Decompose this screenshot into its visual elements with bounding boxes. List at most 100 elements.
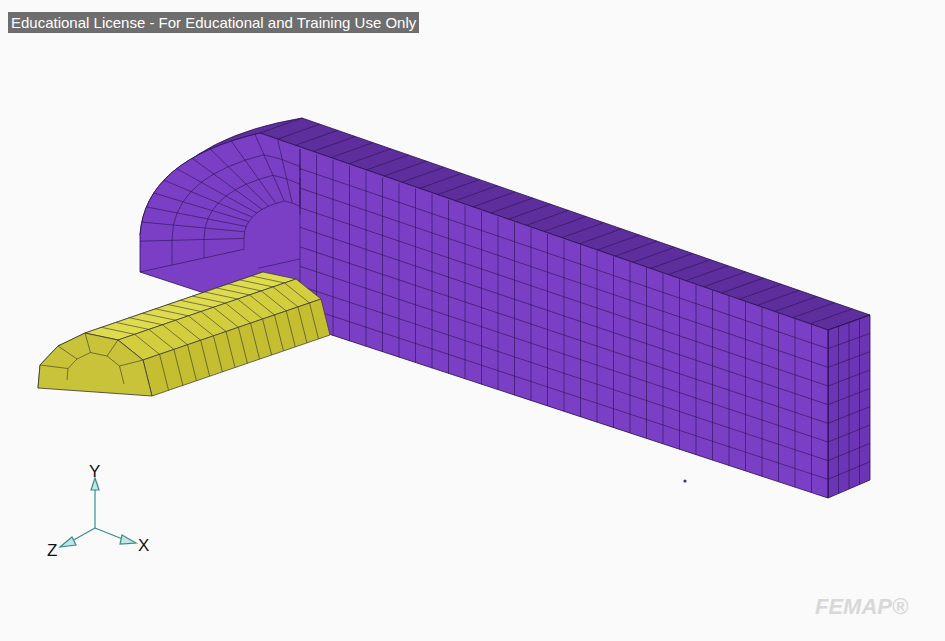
mesh-line bbox=[531, 228, 532, 401]
mesh-line bbox=[481, 211, 482, 384]
mesh-line bbox=[226, 332, 235, 368]
mesh-line bbox=[231, 141, 276, 203]
mesh-line bbox=[162, 325, 187, 345]
axis-label: X bbox=[138, 537, 149, 554]
mesh-line bbox=[793, 303, 835, 318]
mesh-line bbox=[67, 353, 124, 385]
side-face bbox=[143, 299, 330, 396]
mesh-line bbox=[739, 284, 781, 299]
mesh-line bbox=[757, 290, 799, 305]
mesh-line bbox=[491, 198, 533, 213]
mesh-line bbox=[300, 208, 828, 386]
mesh-line bbox=[177, 169, 257, 213]
mesh-line bbox=[651, 253, 693, 268]
mesh-line bbox=[300, 178, 301, 193]
mesh-line bbox=[172, 155, 300, 265]
mesh-line bbox=[107, 340, 118, 356]
mesh-line bbox=[402, 167, 444, 182]
yellow-solid-mesh bbox=[38, 272, 330, 396]
mesh-line bbox=[704, 272, 746, 287]
mesh-line bbox=[526, 210, 568, 225]
mesh-line bbox=[597, 251, 598, 423]
mesh-line bbox=[367, 155, 409, 170]
mesh-line bbox=[244, 201, 300, 249]
mesh-line bbox=[580, 229, 622, 244]
mesh-line bbox=[143, 313, 176, 320]
mesh-line bbox=[613, 256, 614, 427]
mesh-line bbox=[129, 318, 162, 325]
mesh-line bbox=[168, 305, 201, 312]
mesh-line bbox=[286, 311, 295, 347]
mesh-line bbox=[140, 249, 244, 272]
mesh-line bbox=[762, 307, 763, 476]
mesh-line bbox=[135, 334, 160, 354]
mesh-line bbox=[712, 290, 713, 460]
mesh-line bbox=[313, 136, 355, 151]
mesh-line bbox=[252, 276, 285, 283]
mesh-line bbox=[778, 313, 779, 482]
mesh-line bbox=[810, 309, 852, 324]
mesh-line bbox=[399, 183, 400, 358]
mesh-line bbox=[204, 175, 300, 258]
axis-triad bbox=[60, 478, 136, 547]
mesh-line bbox=[102, 327, 135, 334]
mesh-line bbox=[140, 238, 244, 241]
mesh-line bbox=[366, 172, 367, 347]
front-face bbox=[38, 333, 152, 396]
mesh-line bbox=[859, 319, 860, 485]
mesh-line bbox=[745, 302, 746, 471]
mesh-line bbox=[154, 193, 249, 222]
mesh-line bbox=[160, 354, 169, 390]
mesh-line bbox=[251, 323, 260, 359]
mesh-line bbox=[58, 346, 77, 359]
mesh-line bbox=[811, 324, 812, 492]
mesh-line bbox=[465, 206, 466, 380]
mesh-line bbox=[646, 268, 647, 439]
mesh-line bbox=[149, 329, 174, 349]
mesh-line bbox=[384, 161, 426, 176]
mesh-line bbox=[696, 285, 697, 455]
mesh-line bbox=[729, 296, 730, 466]
mesh-line bbox=[300, 188, 828, 367]
marker-dot bbox=[683, 479, 686, 482]
mesh-line bbox=[187, 345, 196, 381]
mesh-line bbox=[228, 284, 261, 291]
mesh-line bbox=[722, 278, 764, 293]
mesh-line bbox=[238, 299, 263, 319]
mesh-line bbox=[849, 323, 850, 490]
mesh-line bbox=[420, 173, 462, 188]
mesh-line bbox=[213, 336, 222, 372]
mesh-line bbox=[176, 320, 201, 340]
mesh-line bbox=[580, 245, 581, 417]
mesh-line bbox=[310, 303, 319, 339]
mesh-line bbox=[498, 217, 499, 390]
mesh-line bbox=[274, 315, 283, 351]
mesh-line bbox=[668, 260, 710, 275]
mesh-line bbox=[382, 177, 383, 352]
mesh-line bbox=[630, 262, 631, 433]
mesh-line bbox=[249, 295, 274, 315]
mesh-line bbox=[278, 140, 292, 203]
mesh-line bbox=[174, 349, 183, 385]
mesh-line bbox=[663, 273, 664, 444]
mesh-line bbox=[514, 223, 515, 396]
mesh-line bbox=[300, 192, 301, 215]
axis-label: Y bbox=[89, 463, 100, 480]
mesh-line bbox=[210, 149, 268, 206]
mesh-line bbox=[300, 163, 301, 171]
mesh-line bbox=[544, 217, 586, 232]
mesh-line bbox=[205, 292, 238, 299]
mesh-line bbox=[278, 124, 320, 139]
mesh-line bbox=[795, 319, 796, 488]
mesh-line bbox=[300, 305, 828, 479]
mesh-line bbox=[509, 204, 551, 219]
mesh-line bbox=[261, 291, 286, 311]
mesh-line bbox=[85, 333, 91, 353]
mesh-line bbox=[679, 279, 680, 449]
mesh-line bbox=[300, 266, 828, 442]
license-banner: Educational License - For Educational an… bbox=[8, 12, 419, 33]
mesh-line bbox=[615, 241, 657, 256]
mesh-line bbox=[285, 283, 310, 303]
mesh-line bbox=[473, 192, 515, 207]
mesh-line bbox=[415, 189, 416, 363]
